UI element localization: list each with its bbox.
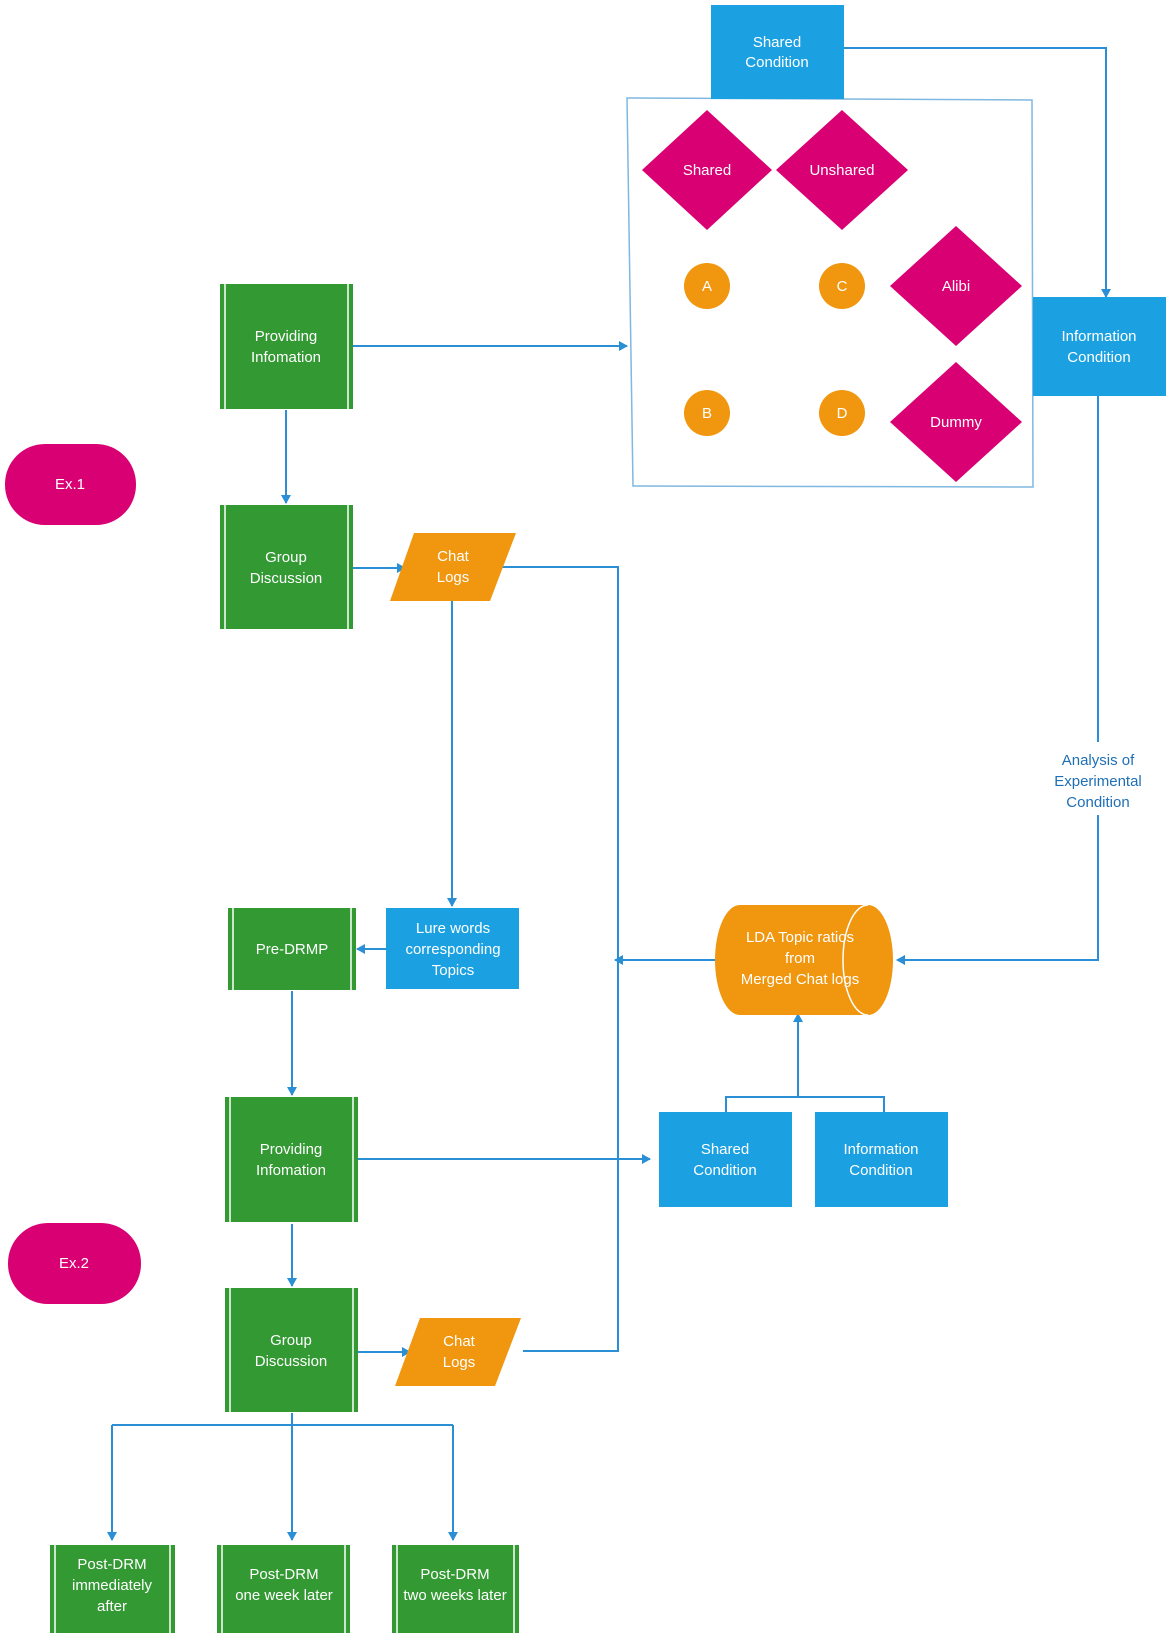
decision-dummy: Dummy [890, 362, 1022, 482]
information-condition-bottom-line1: Information [843, 1141, 918, 1158]
post-one-week-line1: Post-DRM [249, 1566, 318, 1583]
lure-words-line3: Topics [432, 962, 475, 979]
circle-a: A [684, 263, 730, 309]
connector-shared-to-info-condition [844, 47, 1111, 298]
ex2-group-discussion: Group Discussion [225, 1288, 358, 1412]
decision-alibi: Alibi [890, 226, 1022, 346]
post-immediately-line1: Post-DRM [77, 1556, 146, 1573]
analysis-label-line1: Analysis of [1062, 752, 1135, 769]
circle-b-label: B [702, 405, 712, 422]
post-drm-two-weeks: Post-DRM two weeks later [392, 1545, 519, 1633]
pre-drmp-label: Pre-DRMP [256, 941, 329, 958]
ex1-group-line1: Group [265, 549, 307, 566]
decision-alibi-label: Alibi [942, 278, 970, 295]
ex1-chat-line2: Logs [437, 569, 470, 586]
decision-unshared-label: Unshared [809, 162, 874, 179]
connectors [107, 47, 1111, 1541]
pre-drmp: Pre-DRMP [228, 908, 356, 990]
ex1-providing-line2: Infomation [251, 349, 321, 366]
post-two-weeks-line2: two weeks later [403, 1587, 506, 1604]
ex1-chat-line1: Chat [437, 548, 470, 565]
terminator-ex1-label: Ex.1 [55, 476, 85, 493]
circle-d-label: D [837, 405, 848, 422]
shared-condition-bottom: Shared Condition [659, 1112, 792, 1207]
connector-group2-branch [111, 1413, 454, 1538]
terminator-ex2-label: Ex.2 [59, 1255, 89, 1272]
terminator-ex2: Ex.2 [8, 1223, 141, 1304]
ex1-group-line2: Discussion [250, 570, 323, 587]
circle-d: D [819, 390, 865, 436]
shared-condition-bottom-line1: Shared [701, 1141, 749, 1158]
shared-condition-top-line1: Shared [753, 34, 801, 51]
information-condition-top-line2: Condition [1067, 349, 1130, 366]
lda-line2: from [785, 950, 815, 967]
post-immediately-line2: immediately [72, 1577, 153, 1594]
information-condition-bottom-line2: Condition [849, 1162, 912, 1179]
circle-c: C [819, 263, 865, 309]
analysis-label-line2: Experimental [1054, 773, 1142, 790]
circle-b: B [684, 390, 730, 436]
lda-line1: LDA Topic ratios [746, 929, 854, 946]
lure-words-line2: corresponding [405, 941, 500, 958]
ex2-chat-logs: Chat Logs [395, 1318, 521, 1386]
ex2-chat-line2: Logs [443, 1354, 476, 1371]
post-two-weeks-line1: Post-DRM [420, 1566, 489, 1583]
connector-conditions-to-lda [725, 1014, 885, 1112]
ex2-group-line1: Group [270, 1332, 312, 1349]
ex2-group-line2: Discussion [255, 1353, 328, 1370]
analysis-label-line3: Condition [1066, 794, 1129, 811]
ex2-chat-line1: Chat [443, 1333, 476, 1350]
lure-words-line1: Lure words [416, 920, 490, 937]
circle-c-label: C [837, 278, 848, 295]
ex2-providing-line2: Infomation [256, 1162, 326, 1179]
conditions-group-box [626, 97, 1034, 488]
shared-condition-top: Shared Condition [711, 5, 844, 99]
ex1-providing-line1: Providing [255, 328, 318, 345]
terminator-ex1: Ex.1 [5, 444, 136, 525]
information-condition-top-line1: Information [1061, 328, 1136, 345]
information-condition-bottom: Information Condition [815, 1112, 948, 1207]
analysis-label: Analysis of Experimental Condition [1054, 752, 1142, 811]
lda-line3: Merged Chat logs [741, 971, 859, 988]
shared-condition-bottom-line2: Condition [693, 1162, 756, 1179]
connector-chat-to-merge-line [502, 566, 619, 1352]
decision-shared: Shared [642, 110, 772, 230]
post-one-week-line2: one week later [235, 1587, 333, 1604]
decision-shared-label: Shared [683, 162, 731, 179]
post-drm-immediately: Post-DRM immediately after [50, 1545, 175, 1633]
lure-words-topics: Lure words corresponding Topics [386, 908, 519, 989]
shared-condition-top-line2: Condition [745, 54, 808, 71]
ex1-chat-logs: Chat Logs [390, 533, 516, 601]
ex1-group-discussion: Group Discussion [220, 505, 353, 629]
information-condition-top: Information Condition [1033, 297, 1166, 396]
ex1-providing-information: Providing Infomation [220, 284, 353, 409]
post-drm-one-week: Post-DRM one week later [217, 1545, 350, 1633]
decision-dummy-label: Dummy [930, 414, 982, 431]
decision-unshared: Unshared [776, 110, 908, 230]
circle-a-label: A [702, 278, 712, 295]
post-immediately-line3: after [97, 1598, 127, 1615]
connector-analysis-to-lda [896, 815, 1099, 965]
lda-topic-ratios: LDA Topic ratios from Merged Chat logs [715, 904, 893, 1016]
ex2-providing-information: Providing Infomation [225, 1097, 358, 1222]
ex2-providing-line1: Providing [260, 1141, 323, 1158]
